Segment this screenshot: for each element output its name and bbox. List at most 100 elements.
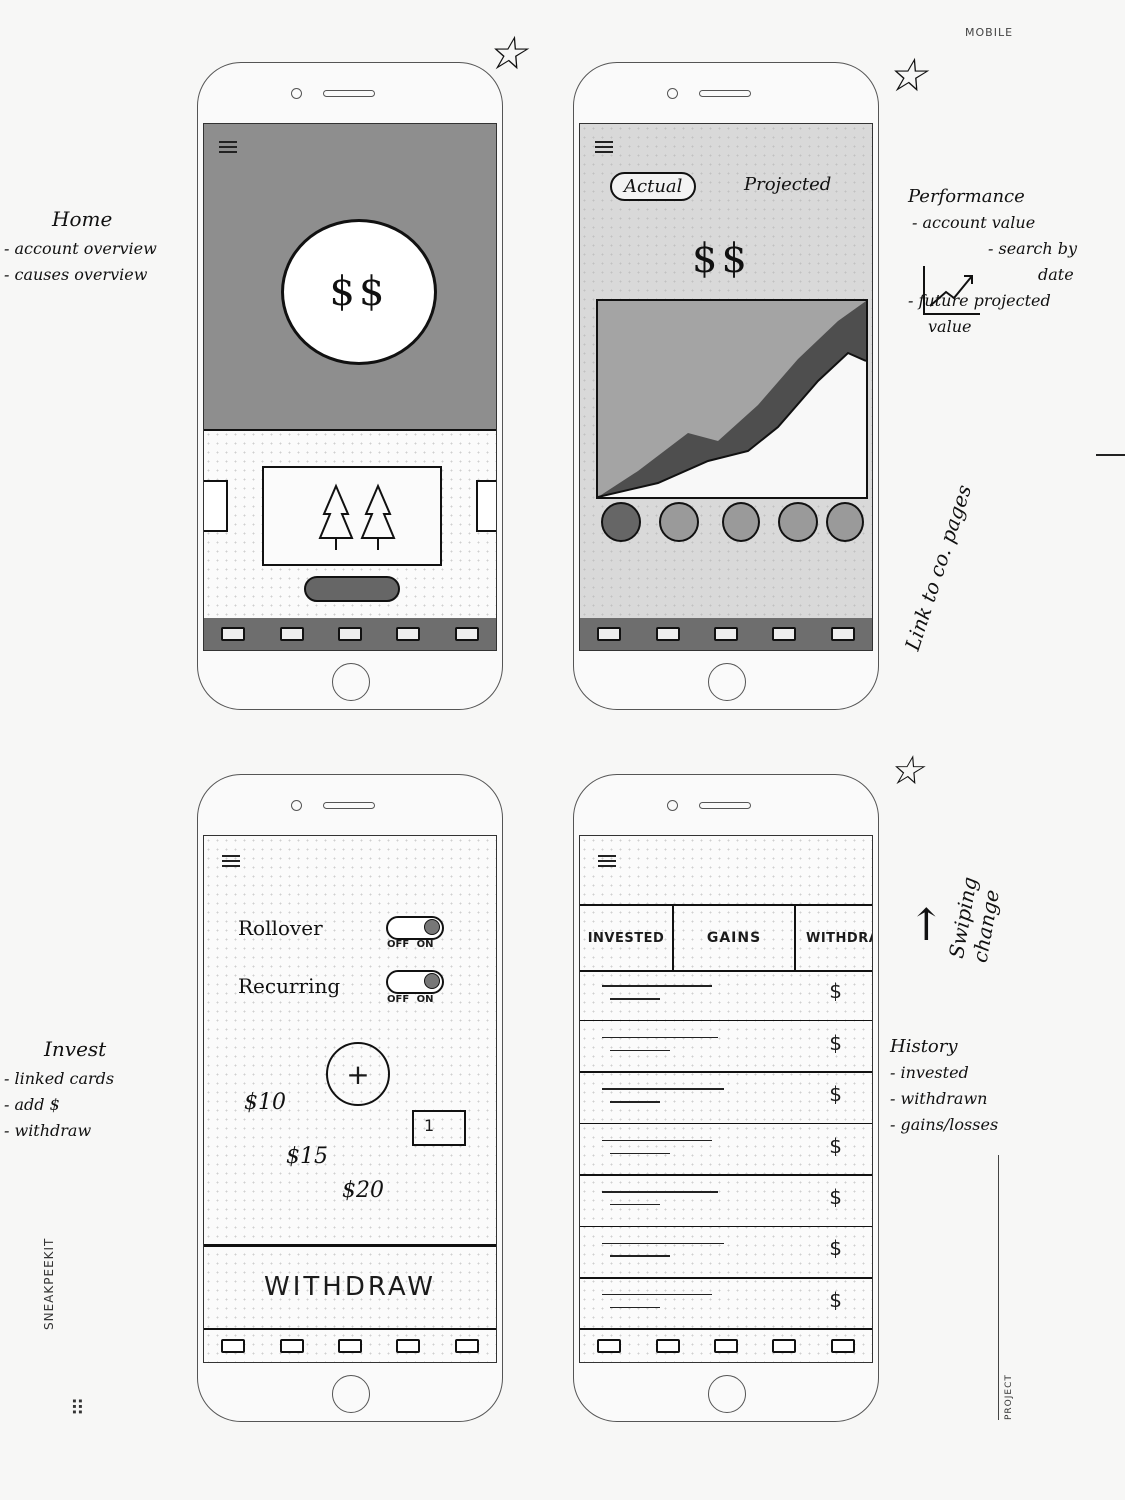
amount-option[interactable]: $15 — [286, 1144, 328, 1169]
home-screen: $$ — [203, 123, 497, 651]
row-text-line — [602, 1293, 712, 1296]
off-label: OFF — [387, 939, 410, 950]
home-button — [332, 1375, 370, 1413]
tab-bar — [204, 618, 496, 650]
menu-icon[interactable] — [219, 138, 237, 156]
cause-card-prev[interactable] — [204, 480, 228, 532]
tab-item[interactable] — [655, 1339, 680, 1353]
tab-item[interactable] — [655, 627, 680, 641]
company-dot[interactable] — [722, 502, 760, 542]
home-notes-title: Home — [52, 207, 113, 231]
toggle-projected[interactable]: Projected — [744, 174, 832, 195]
phone-performance: Actual Projected $$ — [573, 62, 879, 710]
performance-notes-item: - future projected — [908, 291, 1051, 310]
tab-item[interactable] — [221, 627, 246, 641]
speaker-grill — [699, 802, 751, 809]
tab-item[interactable] — [279, 627, 304, 641]
tab-item[interactable] — [713, 627, 738, 641]
tab-gains[interactable]: GAINS — [674, 906, 796, 970]
tab-item[interactable] — [337, 1339, 362, 1353]
cause-card[interactable] — [262, 466, 442, 566]
tab-item[interactable] — [597, 627, 622, 641]
trees-icon — [318, 483, 396, 550]
withdraw-button[interactable]: WITHDRAW — [264, 1272, 436, 1302]
tab-item[interactable] — [396, 1339, 421, 1353]
tab-bar — [580, 1328, 872, 1362]
history-notes: History - invested - withdrawn - gains/l… — [890, 1034, 1090, 1138]
row-amount: $ — [829, 979, 842, 1004]
row-separator — [580, 1225, 872, 1228]
history-row[interactable]: $ — [580, 1176, 872, 1228]
row-text-line — [610, 1049, 670, 1052]
phone-home: $$ — [197, 62, 503, 710]
tab-item[interactable] — [713, 1339, 738, 1353]
recurring-toggle[interactable] — [386, 970, 444, 994]
star-icon: ☆ — [886, 48, 928, 102]
company-dot[interactable] — [659, 502, 699, 542]
history-row[interactable]: $ — [580, 1073, 872, 1125]
performance-notes-item: value — [928, 317, 972, 336]
tab-item[interactable] — [221, 1339, 246, 1353]
company-dot[interactable] — [601, 502, 641, 542]
tab-item[interactable] — [337, 627, 362, 641]
history-row[interactable]: $ — [580, 1021, 872, 1073]
tab-item[interactable] — [396, 627, 421, 641]
row-text-line — [602, 985, 712, 987]
tab-item[interactable] — [454, 1339, 479, 1353]
plus-icon: + — [346, 1057, 370, 1091]
rollover-toggle[interactable] — [386, 916, 444, 940]
project-label: PROJECT — [1004, 1374, 1014, 1420]
company-dot[interactable] — [826, 502, 864, 542]
withdraw-divider — [204, 1244, 496, 1247]
invest-notes: Invest - linked cards - add $ - withdraw — [4, 1036, 190, 1144]
history-row[interactable]: $ — [580, 1227, 872, 1279]
menu-icon[interactable] — [598, 852, 616, 870]
linked-card[interactable]: 1 — [412, 1110, 466, 1146]
history-row[interactable]: $ — [580, 1279, 872, 1330]
account-value: $$ — [692, 236, 751, 282]
home-notes-item: - causes overview — [4, 265, 148, 284]
row-text-line — [610, 1101, 660, 1103]
trend-chart-icon — [923, 266, 980, 315]
home-button — [708, 663, 746, 701]
performance-chart[interactable] — [596, 299, 868, 499]
add-funds-button[interactable]: + — [326, 1042, 390, 1106]
history-notes-item: - invested — [890, 1063, 969, 1082]
history-row[interactable]: $ — [580, 970, 872, 1022]
toggle-actual[interactable]: Actual — [610, 172, 697, 201]
tab-item[interactable] — [830, 627, 855, 641]
tab-invested[interactable]: INVESTED — [580, 906, 674, 970]
row-text-line — [602, 1139, 712, 1142]
menu-icon[interactable] — [595, 138, 613, 156]
history-notes-item: - gains/losses — [890, 1115, 999, 1134]
tab-item[interactable] — [597, 1339, 622, 1353]
tab-bar — [204, 1328, 496, 1362]
row-amount: $ — [829, 1236, 842, 1261]
menu-icon[interactable] — [222, 852, 240, 870]
performance-side-note: Link to co. pages — [900, 481, 977, 654]
rollover-label: Rollover — [238, 916, 323, 940]
balance-circle[interactable]: $$ — [281, 219, 437, 365]
history-row[interactable]: $ — [580, 1124, 872, 1176]
company-dot[interactable] — [778, 502, 818, 542]
performance-notes-item: - search by — [988, 239, 1077, 258]
tab-item[interactable] — [830, 1339, 855, 1353]
row-text-line — [602, 1036, 718, 1039]
cause-card-next[interactable] — [476, 480, 496, 532]
tab-item[interactable] — [279, 1339, 304, 1353]
row-text-line — [602, 1191, 718, 1193]
row-text-line — [602, 1088, 724, 1090]
row-text-line — [610, 998, 660, 1000]
tab-withdrawn[interactable]: WITHDRA — [806, 930, 872, 946]
row-text-line — [602, 1242, 724, 1245]
on-label: ON — [416, 994, 434, 1005]
tab-item[interactable] — [772, 1339, 797, 1353]
tab-item[interactable] — [772, 627, 797, 641]
amount-option[interactable]: $20 — [342, 1178, 384, 1203]
performance-notes: Performance - account value - search by … — [908, 184, 1122, 340]
phone-invest: Rollover OFF ON Recurring OFF ON + $10 $… — [197, 774, 503, 1422]
tab-item[interactable] — [454, 627, 479, 641]
row-amount: $ — [829, 1184, 842, 1209]
amount-option[interactable]: $10 — [244, 1090, 286, 1115]
cause-action-button[interactable] — [304, 576, 400, 602]
